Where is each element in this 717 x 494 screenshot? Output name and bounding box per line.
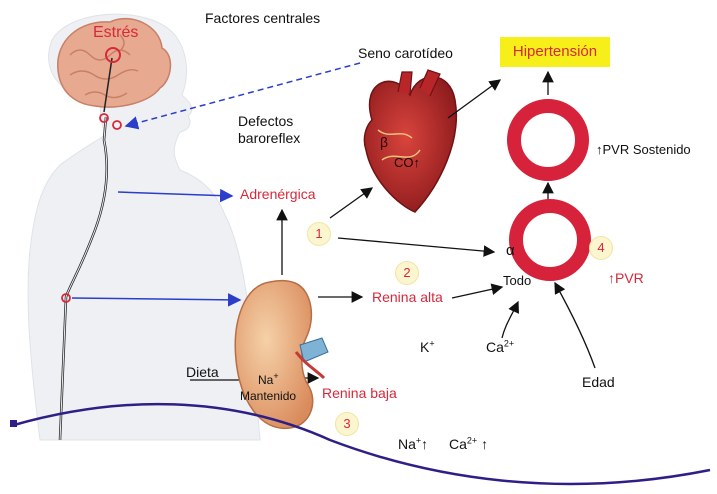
step-number-1: 1 — [307, 222, 331, 246]
arrow-age-to-vessel — [555, 283, 595, 368]
arrow-1-to-alpha — [338, 238, 494, 252]
arrow-1-to-heart — [330, 188, 372, 218]
calcium-label: Ca2+ — [486, 339, 514, 355]
adrenergic-label: Adrenérgica — [240, 186, 316, 202]
vessel-ring-top — [514, 106, 582, 174]
baroreflex-defects-label-line1: Defectos — [238, 113, 293, 129]
potassium-label: K+ — [420, 339, 435, 355]
cardiac-output-label: CO↑ — [394, 155, 420, 170]
carotid-sinus-label: Seno carotídeo — [358, 45, 453, 61]
bottom-calcium-label: Ca2+ ↑ — [449, 436, 488, 452]
sodium-retained-label-line1: Na+ — [258, 373, 279, 387]
low-renin-label: Renina baja — [322, 385, 397, 401]
arrow-renin-to-todo — [452, 287, 502, 298]
step-number-4: 4 — [589, 236, 613, 260]
step-number-3: 3 — [335, 412, 359, 436]
stress-label: Estrés — [93, 24, 138, 42]
step-number-2: 2 — [395, 261, 419, 285]
alpha-label: α — [506, 242, 515, 259]
high-renin-label: Renina alta — [372, 289, 443, 305]
up-arrow-icon: ↑ — [608, 270, 615, 286]
beta-label: β — [380, 134, 388, 150]
up-arrow-icon: ↑ — [414, 155, 421, 170]
up-arrow-icon: ↑ — [481, 436, 488, 452]
vessel-ring-bottom — [516, 206, 584, 274]
hypertension-badge: Hipertensión — [500, 37, 610, 67]
heart-illustration — [364, 70, 456, 212]
bottom-sodium-label: Na+↑ — [398, 436, 428, 452]
sustained-pvr-label: ↑PVR Sostenido — [596, 142, 691, 157]
baroreflex-defects-label-line2: baroreflex — [238, 130, 300, 146]
up-arrow-icon: ↑ — [421, 436, 428, 452]
diet-label: Dieta — [186, 364, 219, 380]
age-label: Edad — [582, 374, 615, 390]
arrow-ca-to-todo — [502, 302, 518, 338]
todo-label: Todo — [503, 273, 531, 288]
pvr-label: ↑PVR — [608, 270, 644, 286]
central-factors-label: Factores centrales — [205, 10, 320, 26]
sodium-retained-label-line2: Mantenido — [240, 389, 296, 403]
arrow-heart-to-hypertension — [448, 80, 500, 118]
